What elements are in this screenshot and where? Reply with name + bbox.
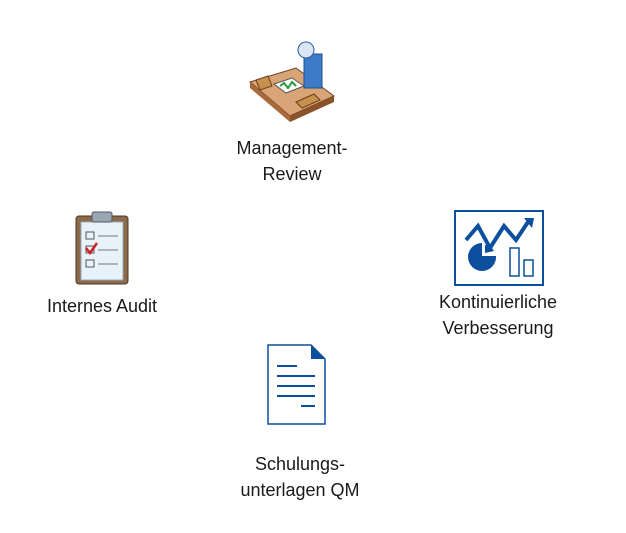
- chart-improvement-icon: [454, 210, 544, 286]
- node-label: Management-Review: [236, 138, 348, 184]
- node-label: Schulungs-unterlagen QM: [240, 454, 360, 500]
- node-label: Internes Audit: [46, 296, 158, 316]
- document-icon: [267, 344, 326, 425]
- clipboard-checklist-icon: [75, 211, 129, 285]
- desk-worker-icon: [248, 41, 335, 122]
